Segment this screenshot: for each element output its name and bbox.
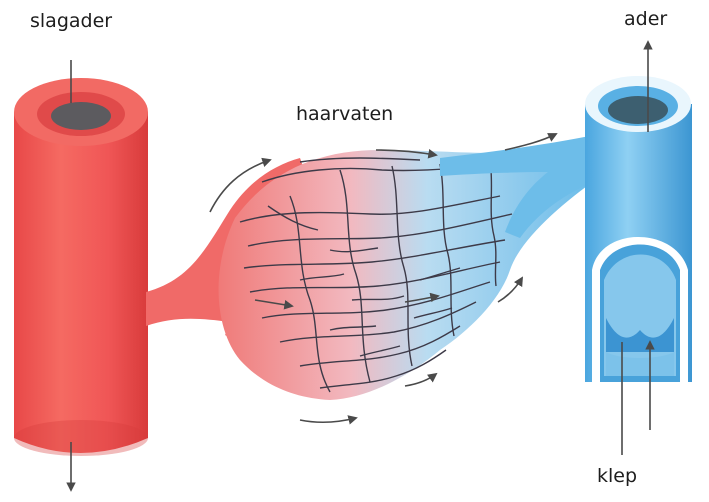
vein xyxy=(585,76,692,392)
vein-label: ader xyxy=(624,8,667,30)
valve-label: klep xyxy=(597,465,637,487)
capillary-arrow-7 xyxy=(300,418,356,422)
capillary-arrow-8 xyxy=(405,374,436,386)
artery-label: slagader xyxy=(30,10,112,32)
artery xyxy=(14,78,148,456)
capillaries-label: haarvaten xyxy=(296,103,393,125)
